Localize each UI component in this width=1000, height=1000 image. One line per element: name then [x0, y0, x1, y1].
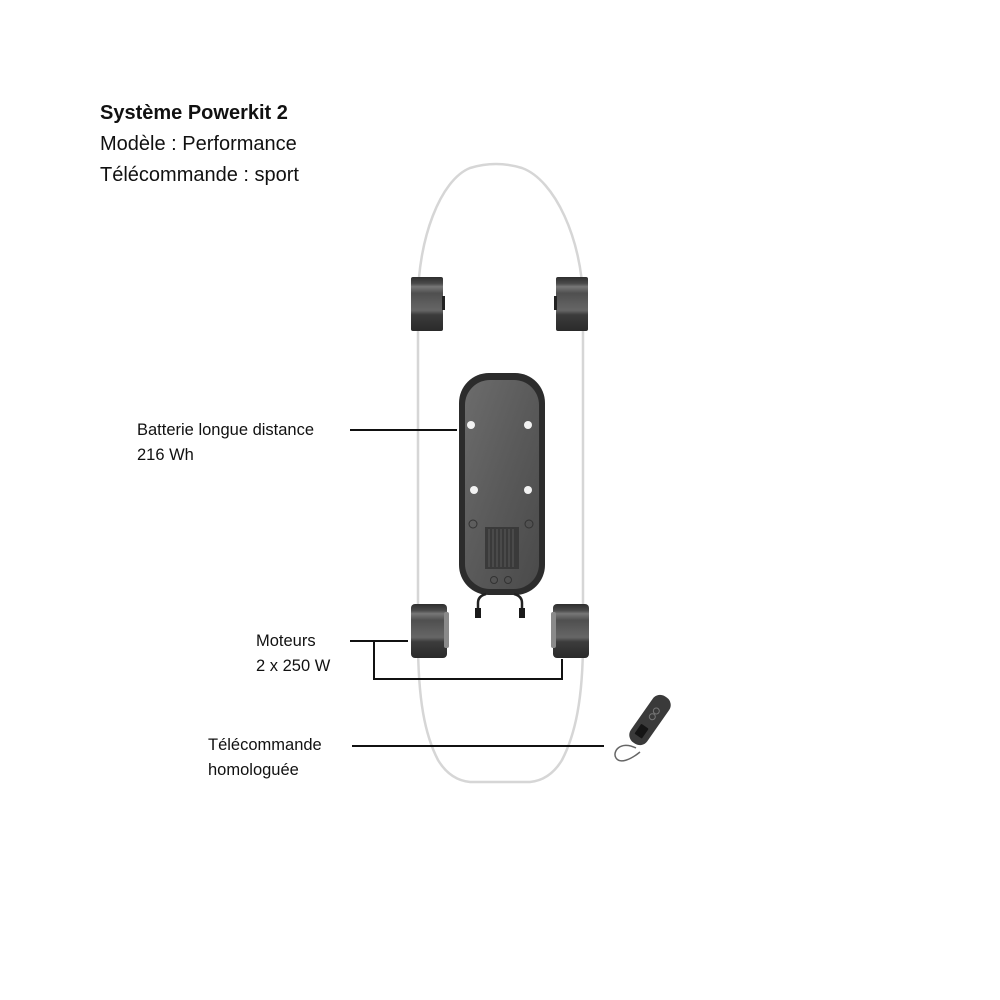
battery-pack [459, 373, 545, 618]
remote-lanyard [614, 744, 641, 762]
battery-callout: Batterie longue distance 216 Wh [137, 418, 314, 468]
battery-name: Batterie longue distance [137, 421, 315, 439]
motors-callout: Moteurs 2 x 250 W [256, 629, 330, 679]
remote-name: Télécommande [208, 736, 322, 754]
motors-leader-bracket [373, 641, 563, 680]
motor-rear-right [551, 604, 589, 658]
remote-line: Télécommande : sport [100, 164, 299, 186]
diagram-header: Système Powerkit 2 Modèle : Performance … [100, 98, 299, 191]
deck-outline [416, 162, 585, 784]
remote-control [629, 694, 671, 746]
motor-rear-left [411, 604, 449, 658]
model-line: Modèle : Performance [100, 133, 297, 155]
battery-capacity: 216 Wh [137, 446, 194, 464]
system-title: Système Powerkit 2 [100, 102, 288, 124]
wheel-front-right [554, 277, 588, 331]
remote-callout: Télécommande homologuée [208, 733, 322, 783]
motors-power: 2 x 250 W [256, 657, 331, 675]
wheel-front-left [411, 277, 445, 331]
remote-certification: homologuée [208, 761, 299, 779]
motors-name: Moteurs [256, 632, 316, 650]
